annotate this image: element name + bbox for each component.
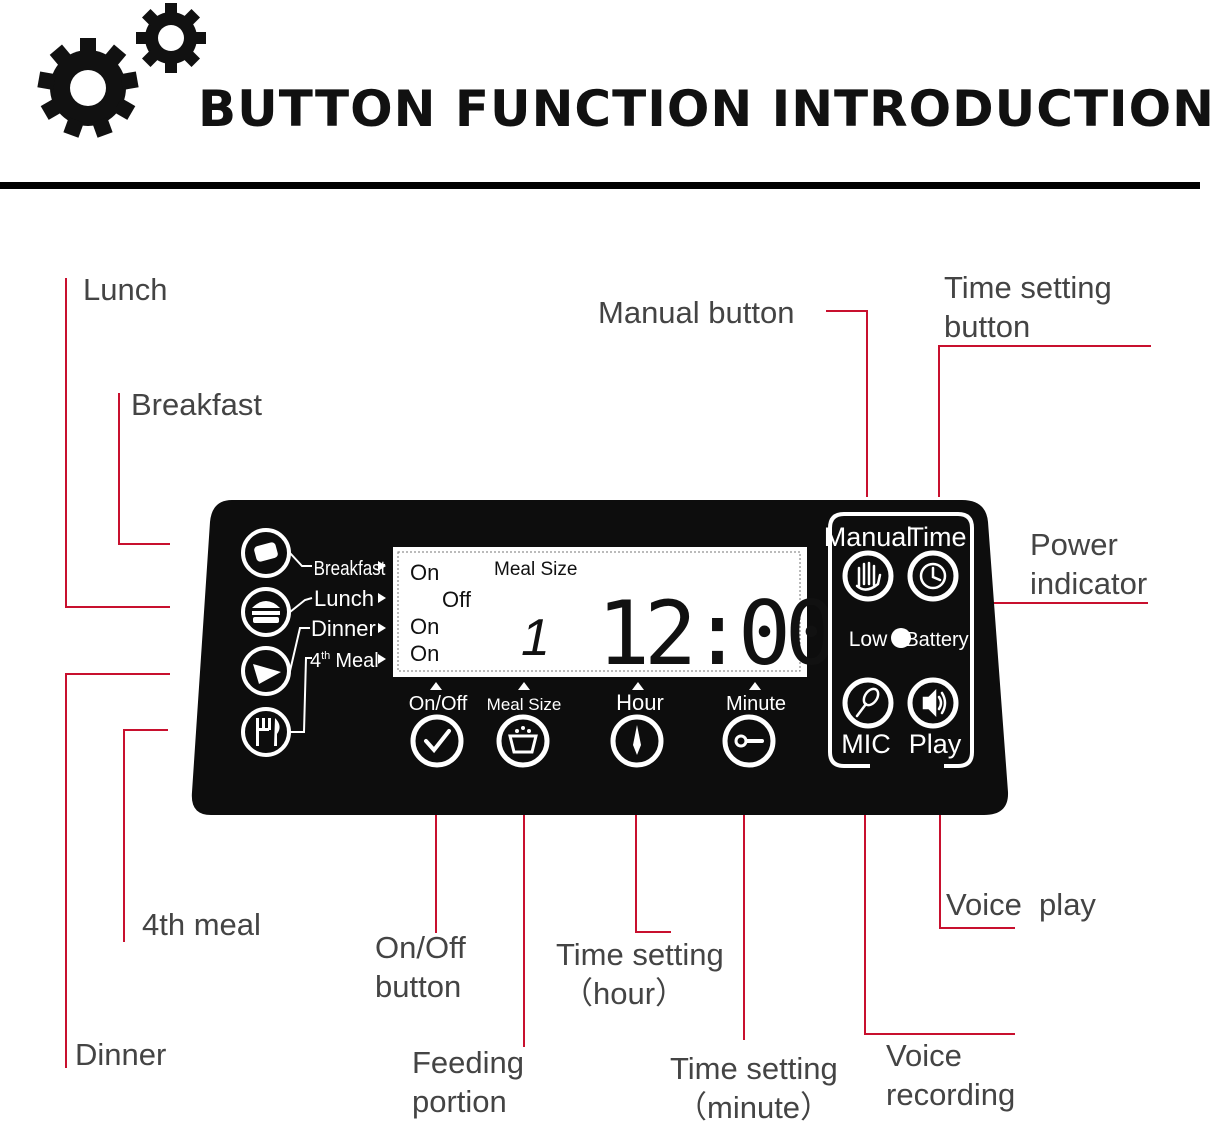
- breakfast-icon: [241, 528, 291, 578]
- minute-btn-label: Minute: [726, 693, 786, 715]
- panel-breakfast-label: Breakfast: [314, 557, 387, 580]
- recording-callout: [864, 787, 1015, 1035]
- label-dinner: Dinner: [75, 1037, 167, 1072]
- breakfast-callout: [118, 393, 170, 545]
- battery-label: Battery: [905, 629, 968, 651]
- fourth-meal-icon: [241, 707, 291, 757]
- manual-callout: [826, 310, 868, 497]
- power-indicator-light: [891, 628, 911, 648]
- hour-btn-label: Hour: [616, 690, 664, 715]
- label-feeding-portion: Feeding portion: [412, 1045, 525, 1119]
- label-fourth-meal: 4th meal: [142, 907, 261, 942]
- hour-hand-icon: [633, 725, 641, 755]
- label-onoff-button: On/Off button: [375, 930, 466, 1004]
- label-voice-play: Voice play: [946, 887, 1096, 922]
- speaker-icon: [922, 688, 937, 718]
- dinner-callout: [65, 673, 170, 1068]
- lcd-status-3: On: [410, 614, 439, 639]
- lcd-status-4: On: [410, 641, 439, 666]
- label-manual-button: Manual button: [598, 295, 795, 330]
- header-divider: [0, 182, 1200, 189]
- hand-icon: [855, 561, 882, 591]
- fourth-meal-callout: [123, 729, 168, 942]
- gears-icon: [37, 3, 206, 138]
- hour-button[interactable]: [610, 714, 664, 768]
- lunch-icon: [241, 587, 291, 637]
- lcd-status-1: On: [410, 560, 439, 585]
- bowl-icon: [508, 734, 538, 754]
- onoff-button[interactable]: [410, 714, 464, 768]
- label-voice-recording: Voice recording: [886, 1038, 1016, 1112]
- dinner-icon: [241, 646, 291, 696]
- label-time-minute: Time setting （minute）: [670, 1051, 838, 1125]
- mic-label: MIC: [841, 729, 891, 759]
- panel-lunch-label: Lunch: [314, 586, 374, 611]
- label-power-indicator: Power indicator: [1030, 527, 1148, 601]
- play-label: Play: [909, 729, 962, 759]
- lcd-display: [393, 547, 807, 677]
- lcd-meal-size-value: 1: [521, 609, 550, 667]
- right-cluster-frame: [828, 512, 974, 768]
- manual-label: Manual: [824, 522, 913, 552]
- label-breakfast: Breakfast: [131, 387, 262, 422]
- mic-button[interactable]: [842, 677, 894, 729]
- onoff-btn-label: On/Off: [409, 693, 468, 715]
- play-callout: [939, 787, 1015, 929]
- label-time-setting-button: Time setting button: [944, 270, 1112, 344]
- lcd-meal-size-label: Meal Size: [494, 559, 577, 580]
- minute-button[interactable]: [722, 714, 776, 768]
- hour-callout: [635, 787, 671, 933]
- lcd-time: 12:00: [597, 582, 833, 685]
- time-label: Time: [908, 522, 967, 552]
- play-button[interactable]: [907, 677, 959, 729]
- manual-button[interactable]: [842, 550, 894, 602]
- label-lunch: Lunch: [83, 272, 168, 307]
- check-icon: [424, 729, 451, 754]
- mealsize-btn-label: Meal Size: [487, 695, 562, 714]
- low-label: Low: [849, 628, 888, 651]
- lcd-status-2: Off: [442, 587, 472, 612]
- label-time-hour: Time setting （hour）: [556, 937, 724, 1011]
- lunch-callout: [65, 278, 170, 608]
- page-title: BUTTON FUNCTION INTRODUCTION: [198, 80, 1215, 138]
- time-button[interactable]: [907, 550, 959, 602]
- time-button-callout: [938, 345, 1151, 497]
- mealsize-button[interactable]: [496, 714, 550, 768]
- clock-icon: [919, 562, 947, 590]
- panel-dinner-label: Dinner: [311, 616, 376, 641]
